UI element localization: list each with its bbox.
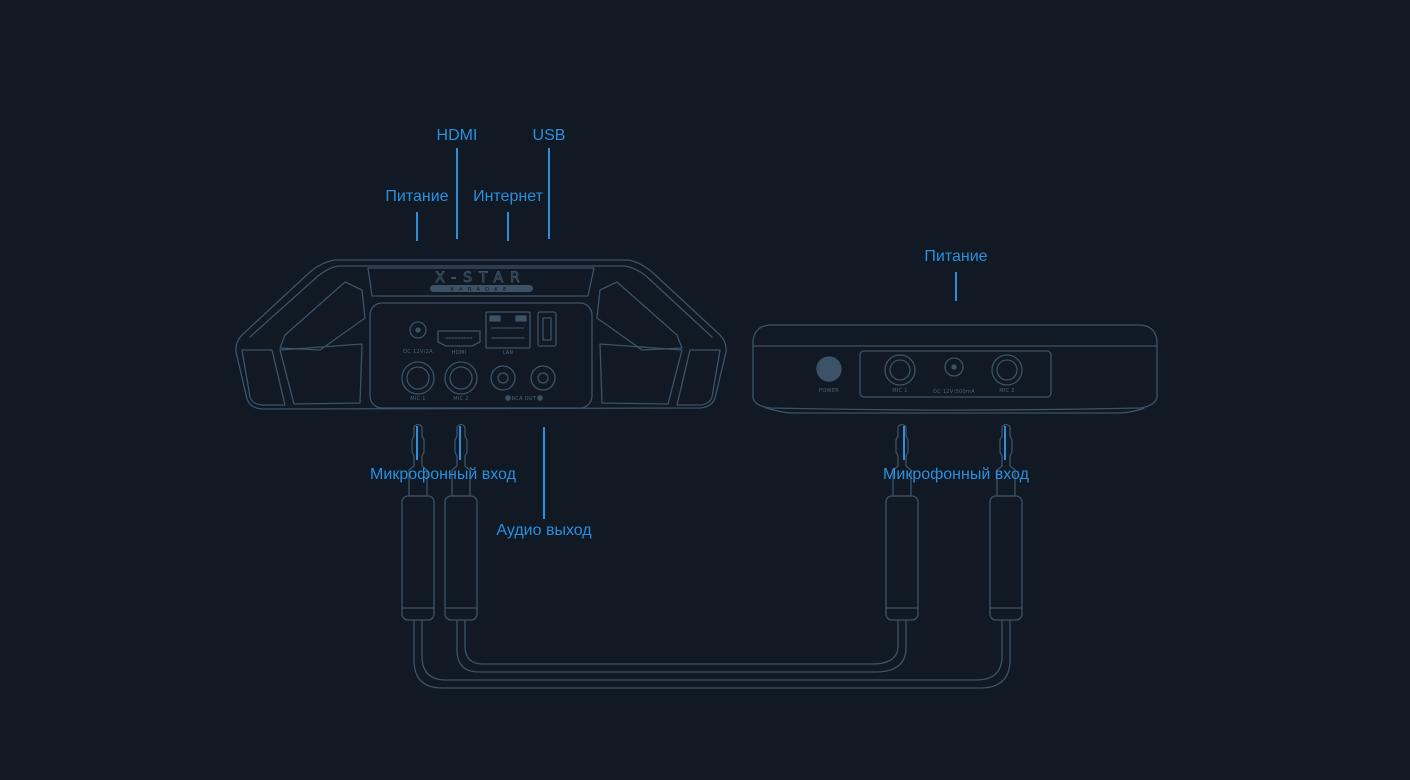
label-mic2-right: MIC 2 [999,388,1015,394]
port-labels: DC 12V/2A HDMI LAN MIC 1 MIC 2 RCA OUT P… [403,349,1015,402]
callout-power-right: Питание [924,248,988,265]
wireless-receiver-right [752,324,1158,414]
label-rca-out: RCA OUT [512,396,537,402]
callout-internet: Интернет [473,188,543,205]
label-lan: LAN [503,350,514,356]
callout-power-left: Питание [385,188,449,205]
callout-hdmi: HDMI [436,127,478,144]
callout-mic-input-right: Микрофонный вход [883,466,1029,483]
callout-leaders [416,148,1006,519]
label-hdmi: HDMI [452,350,467,356]
callout-usb: USB [532,127,566,144]
microphone-cables [401,423,1023,689]
svg-text:X-STAR: X-STAR [435,270,527,286]
svg-text:KARAOKE: KARAOKE [451,287,512,293]
label-dc-left: DC 12V/2A [403,349,433,355]
label-mic1-left: MIC 1 [410,396,426,402]
label-power-right: POWER [819,388,839,394]
callout-audio-out: Аудио выход [496,522,592,539]
callout-mic-input-left: Микрофонный вход [370,466,516,483]
karaoke-console-left [235,259,727,410]
label-mic1-right: MIC 1 [892,388,908,394]
label-dc-right: DC 12V/500mA [933,389,975,395]
x-star-karaoke-logo: X-STAR KARAOKE [430,270,533,293]
label-mic2-left: MIC 2 [453,396,469,402]
